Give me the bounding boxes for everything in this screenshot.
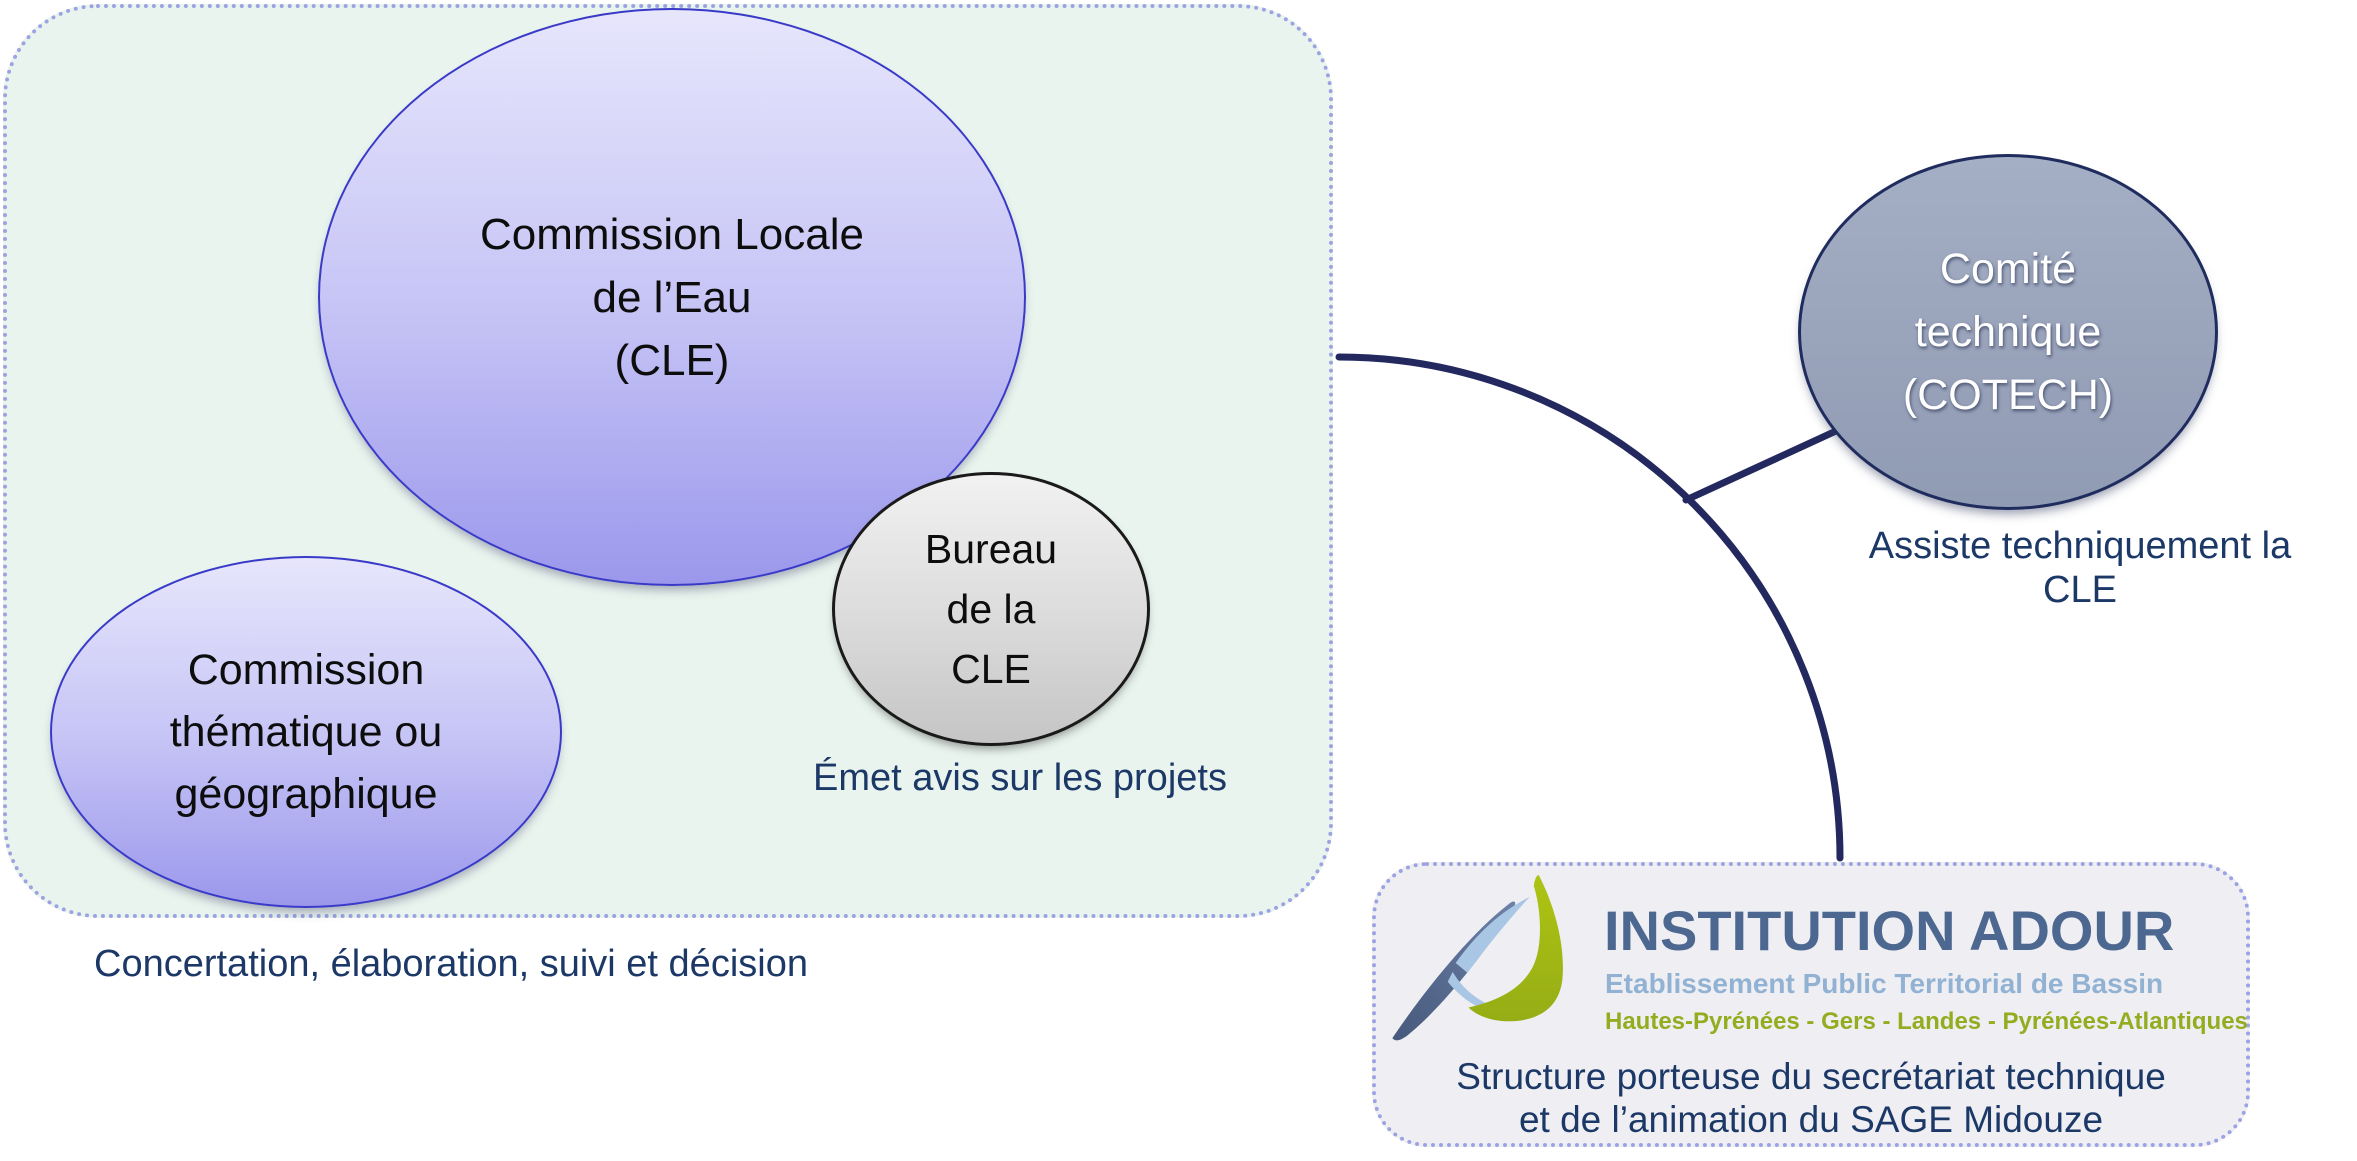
adour-caption-line2: et de l’animation du SAGE Midouze xyxy=(1518,1099,2104,1140)
adour-org-subtitle: Etablissement Public Territorial de Bass… xyxy=(1605,968,2164,999)
commission-thematique-ellipse: Commission thématique ou géographique xyxy=(50,556,562,908)
cle-label-line3: (CLE) xyxy=(614,335,730,385)
logo-lightblue-upper-shape xyxy=(1455,896,1530,973)
bureau-cle-ellipse: Bureau de la CLE xyxy=(832,472,1150,746)
cotech-label-line2: technique xyxy=(1914,307,2102,356)
cotech-label-line1: Comité xyxy=(1939,244,2077,293)
bureau-label-line1: Bureau xyxy=(924,526,1058,572)
cle-ellipse: Commission Locale de l’Eau (CLE) xyxy=(318,8,1026,586)
cle-label-line1: Commission Locale xyxy=(480,209,864,259)
adour-territories: Hautes-Pyrénées - Gers - Landes - Pyréné… xyxy=(1605,1008,2248,1035)
institution-adour-logo-icon xyxy=(1392,874,1563,1041)
cle-group-caption: Concertation, élaboration, suivi et déci… xyxy=(94,943,808,985)
adour-org-name: INSTITUTION ADOUR xyxy=(1604,899,2175,962)
logo-green-shape xyxy=(1468,874,1563,1022)
adour-caption-line1: Structure porteuse du secrétariat techni… xyxy=(1456,1056,2166,1097)
bureau-label-line2: de la xyxy=(946,586,1036,632)
cotech-caption: Assiste techniquement la CLE xyxy=(1868,525,2292,611)
institution-adour-box: INSTITUTION ADOUR Etablissement Public T… xyxy=(1372,862,2250,1147)
cle-label-line2: de l’Eau xyxy=(592,272,752,322)
cotech-label-line3: (COTECH) xyxy=(1902,370,2114,419)
commission-label-line1: Commission xyxy=(187,646,425,694)
branch-connector-to-cotech xyxy=(1682,427,1840,504)
cotech-ellipse: Comité technique (COTECH) xyxy=(1798,154,2218,510)
commission-label-line2: thématique ou xyxy=(169,708,443,756)
commission-label-line3: géographique xyxy=(174,770,438,818)
arc-connector-cle-to-adour xyxy=(1335,353,1844,862)
bureau-label-line3: CLE xyxy=(951,646,1031,692)
bureau-caption: Émet avis sur les projets xyxy=(813,757,1227,799)
